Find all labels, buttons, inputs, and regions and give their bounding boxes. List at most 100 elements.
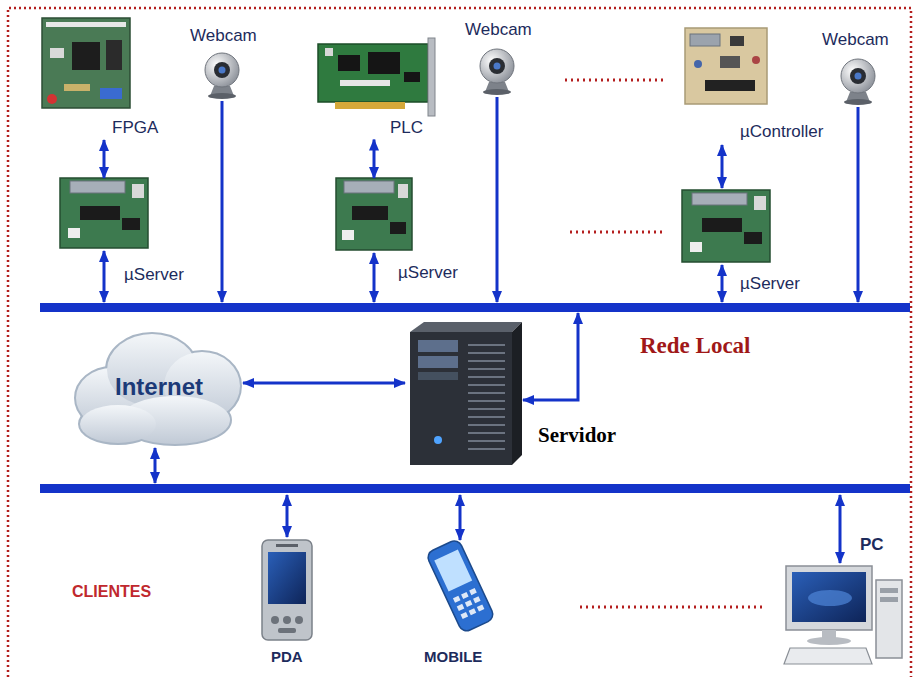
network-wire [496, 97, 499, 302]
connector-layer [104, 140, 722, 383]
pda-picture [262, 540, 312, 640]
pc-picture [876, 580, 902, 658]
plc-card-picture [428, 38, 435, 116]
micro-server-board: µServer [682, 188, 824, 296]
webcam-picture [205, 53, 239, 87]
micro-server-board-picture [336, 178, 412, 250]
pda: PDA [255, 538, 317, 668]
server-tower-picture [468, 352, 505, 354]
mobile-phone-picture [434, 550, 472, 592]
pc-picture [792, 572, 866, 622]
pda-picture [283, 616, 291, 624]
server-tower-picture [468, 344, 505, 346]
pc-picture [807, 637, 851, 645]
internet-cloud [80, 405, 156, 443]
server-tower-picture [468, 368, 505, 370]
network-wire [459, 495, 462, 540]
mobile-phone: MOBILE [412, 538, 508, 668]
micro-server-board-picture [352, 206, 388, 220]
webcam: Webcam [818, 30, 898, 105]
plc-card-picture [404, 72, 420, 82]
micro-server-board-picture [336, 178, 412, 250]
mobile-phone-picture [453, 588, 484, 619]
server-tower-picture [468, 432, 505, 434]
device-label: µServer [740, 274, 800, 294]
micro-server-board-picture [68, 228, 80, 238]
micro-server-board-picture [702, 218, 742, 232]
webcam-picture [841, 59, 875, 105]
plc-card-picture [368, 52, 400, 74]
webcam-picture [855, 73, 862, 80]
fpga-board-picture [47, 94, 57, 104]
micro-server-board-picture [60, 178, 148, 248]
server-tower-picture [468, 384, 505, 386]
server-tower-picture [468, 376, 505, 378]
device-label: µController [740, 122, 824, 142]
continuation-dots [565, 80, 765, 607]
fpga-board-picture [46, 22, 126, 27]
clients-heading: CLIENTES [72, 583, 151, 601]
server-tower-picture [418, 372, 458, 380]
mobile-phone-picture [426, 538, 496, 633]
device-label: PDA [271, 648, 303, 665]
server-tower-picture [468, 416, 505, 418]
continuation-dots [565, 79, 665, 82]
micro-server-board: µServer [336, 178, 482, 288]
server-tower-picture [512, 322, 522, 465]
fpga-board: FPGA [40, 15, 168, 140]
device-label: µServer [124, 265, 184, 285]
server-tower-picture [468, 440, 505, 442]
mobile-phone-picture [477, 604, 485, 611]
pda-picture [262, 540, 312, 640]
micro-server-board-picture [122, 218, 140, 230]
pc-picture [808, 590, 852, 606]
device-label: MOBILE [424, 648, 482, 665]
server-tower-picture [418, 340, 458, 352]
network-wire [373, 253, 376, 302]
pda-picture [295, 616, 303, 624]
network-wire [103, 251, 106, 302]
webcam-picture [214, 62, 230, 78]
continuation-dots [570, 231, 665, 234]
device-label: Webcam [190, 26, 257, 46]
server-tower-picture [468, 392, 505, 394]
micro-server-board-picture [80, 206, 120, 220]
mobile-phone-picture [465, 600, 473, 607]
webcam: Webcam [186, 26, 261, 96]
plc-card-picture [318, 44, 428, 102]
connector-arrow [373, 140, 376, 178]
mobile-phone-picture [453, 596, 461, 603]
micro-server-board-picture [132, 184, 144, 198]
network-wire [839, 495, 842, 563]
micro-server-board-picture [682, 190, 770, 262]
webcam-picture [208, 93, 236, 99]
connector-arrow [103, 140, 106, 178]
network-name: Rede Local [640, 333, 751, 359]
plc-card-picture [335, 102, 405, 109]
network-wire [104, 97, 858, 563]
fpga-board-picture [50, 48, 64, 58]
micro-server-board-picture [70, 181, 125, 193]
fpga-board-picture [106, 40, 122, 70]
pc-picture [880, 597, 898, 602]
micro-server-board-picture [60, 178, 148, 248]
webcam: Webcam [461, 20, 536, 90]
micro-server-board: µServer [60, 178, 210, 290]
microcontroller-board-picture [694, 60, 702, 68]
plc-card-picture [338, 55, 360, 71]
mobile-phone-picture [469, 608, 477, 615]
webcam-picture [850, 68, 866, 84]
microcontroller-board-picture [752, 56, 760, 64]
device-label: FPGA [112, 118, 158, 138]
plc-card-picture [325, 48, 333, 56]
micro-server-board-picture [692, 193, 747, 205]
pda-picture [271, 616, 279, 624]
network-wire [721, 265, 724, 302]
server-tower-picture [468, 408, 505, 410]
micro-server-board-picture [390, 222, 406, 234]
mobile-phone-picture [457, 604, 465, 611]
microcontroller-board-picture [705, 80, 755, 91]
micro-server-board-picture [682, 190, 770, 262]
webcam-picture [483, 89, 511, 95]
